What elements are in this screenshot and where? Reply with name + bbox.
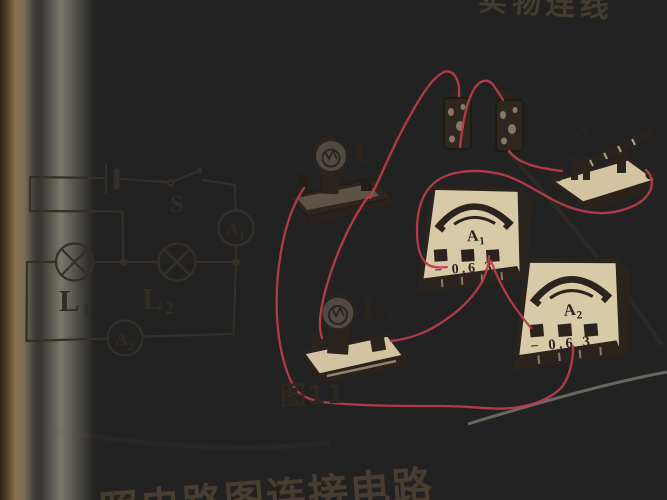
wire-lamp1-to-battery1 xyxy=(368,70,461,200)
ammeter-a2-dial xyxy=(529,276,613,308)
lamp-l1-post-right xyxy=(361,179,372,191)
ammeter-a2-posts xyxy=(529,323,599,338)
lamp-l1-base-stripe xyxy=(297,184,379,210)
switch-terminal-left xyxy=(553,172,563,182)
schematic-switch-label: S xyxy=(170,191,184,218)
red-connection-wires xyxy=(275,70,654,410)
lamp-l2 xyxy=(301,294,406,384)
schematic-ammeter2-sub: 2 xyxy=(128,339,134,353)
book-gutter-shadow xyxy=(0,0,40,500)
schematic-lamp1-label: L xyxy=(59,283,80,318)
ammeter-a1-label: A xyxy=(466,228,479,246)
switch-base-front xyxy=(583,180,659,212)
schematic-left-branch xyxy=(25,260,29,343)
wire-ammeter1-to-ammeter2 xyxy=(489,259,533,330)
wire-battery1-to-battery2 xyxy=(458,79,505,149)
circuit-schematic xyxy=(25,163,255,357)
lamp-l1-label: L xyxy=(354,136,374,169)
ammeter-a1-foot-hatch xyxy=(440,272,504,288)
schematic-lamp2-sub: 2 xyxy=(165,298,174,318)
lamp-l1-bulb xyxy=(312,137,350,195)
paper-creases xyxy=(54,146,667,450)
ammeter-a1-label-sub: 1 xyxy=(479,235,485,247)
ammeter-a1: A 1 − 0.6 3 xyxy=(417,185,532,294)
schematic-wire xyxy=(201,178,237,212)
lamp-l2-bulb xyxy=(319,294,357,355)
ammeter-a2-label-sub: 2 xyxy=(576,309,583,321)
schematic-second-wire xyxy=(28,175,125,261)
wire-lamp1-to-lamp2 xyxy=(318,195,370,340)
schematic-bottom-wire xyxy=(141,260,238,338)
switch-s-label: S xyxy=(576,118,589,144)
lamp-l2-post-left xyxy=(309,332,327,350)
ammeter2-symbol xyxy=(106,319,144,357)
battery-cell-2 xyxy=(495,93,524,152)
wire-switch-to-ammeter1 xyxy=(415,168,654,269)
lamp-l2-label: L xyxy=(363,292,383,325)
ammeter-a1-dial xyxy=(434,203,514,233)
lamp-l1-post-left xyxy=(298,174,309,186)
wire-battery2-to-switch xyxy=(507,149,564,173)
ammeter-a2-label: A xyxy=(563,300,577,320)
switch-s xyxy=(550,130,659,212)
lamp-l1 xyxy=(286,137,395,225)
schematic-lamp2-label: L xyxy=(142,281,163,316)
schematic-top-wire xyxy=(28,175,106,180)
schematic-ammeter2-label: A xyxy=(115,329,128,349)
lamp2-symbol xyxy=(157,242,197,282)
switch-symbol xyxy=(166,167,203,187)
schematic-bottom-wire xyxy=(25,337,109,343)
lamp1-symbol xyxy=(54,242,95,282)
battery-symbol xyxy=(105,163,120,194)
wire-ammeter1-to-lamp2 xyxy=(389,254,491,343)
ammeter-a1-terminal-text: − 0.6 3 xyxy=(434,260,495,279)
lamp-l2-base-front-stripe xyxy=(326,359,397,378)
battery-cell-1 xyxy=(443,91,472,150)
schematic-wire xyxy=(118,177,169,184)
junction-dot xyxy=(119,258,128,266)
lamp-l2-post-right xyxy=(369,335,387,353)
switch-contact-post xyxy=(617,147,626,173)
figure-caption: 图11 xyxy=(279,379,346,413)
ammeter-a2-foot-hatch xyxy=(537,346,603,364)
schematic-ammeter1-sub: 1 xyxy=(239,229,245,243)
switch-lever xyxy=(572,130,651,173)
lamp-l1-label-sub: 1 xyxy=(376,152,385,171)
lamp-l2-label-sub: 2 xyxy=(385,308,394,327)
schematic-lamp1-sub: 1 xyxy=(82,300,91,320)
ammeter-a2-terminal-text: − 0.6 3 xyxy=(530,334,594,355)
ammeter-a2: A 2 − 0.6 3 xyxy=(513,258,631,371)
ammeter-a2-foot xyxy=(515,340,622,368)
schematic-ammeter1-label: A xyxy=(226,219,239,239)
schematic-labels: S L 1 L 2 A 1 A 2 xyxy=(59,191,245,353)
wire-lamp1-to-ammeter2-long-loop xyxy=(275,186,575,410)
